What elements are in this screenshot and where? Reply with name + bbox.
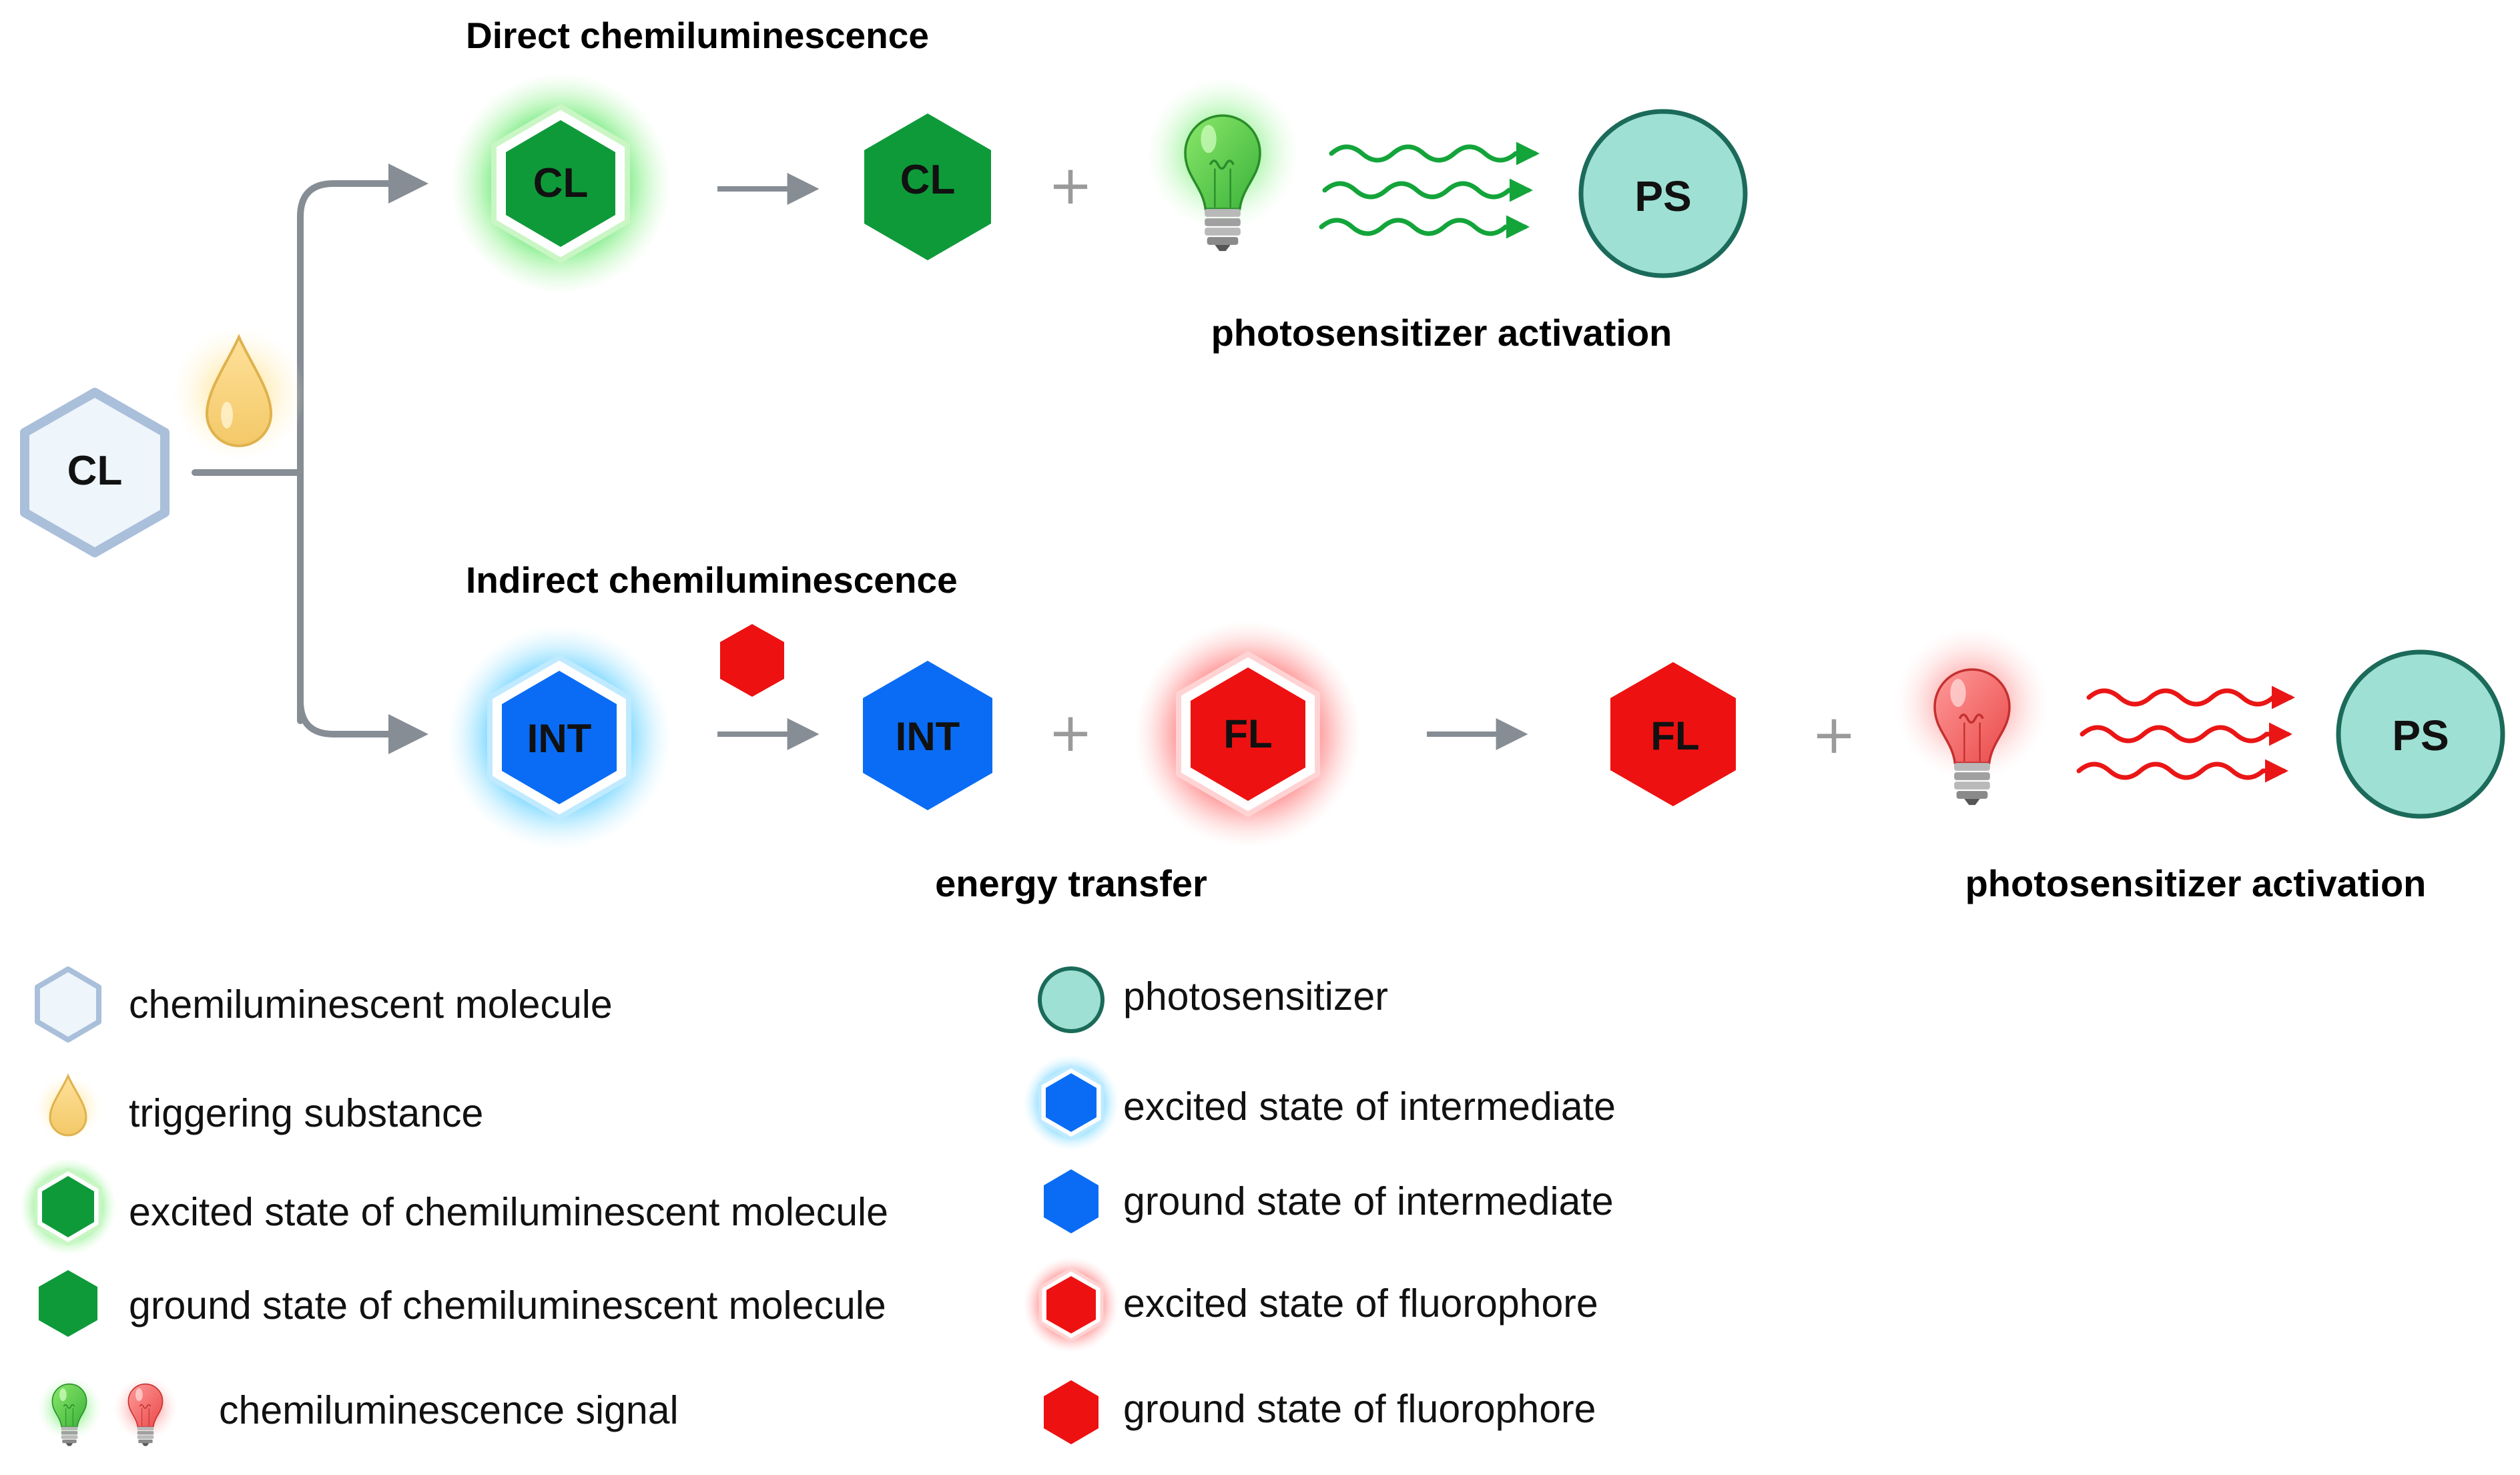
legend-label: ground state of intermediate [1123, 1179, 1614, 1223]
excited-cl-icon [20, 1159, 116, 1255]
excited-cl-label: CL [533, 160, 589, 206]
excited-int-label: INT [527, 716, 592, 761]
indirect-activation-caption: photosensitizer activation [1965, 862, 2427, 904]
legend-item: photosensitizer [1038, 966, 1388, 1033]
excited-int-hexagon: INT [447, 625, 671, 850]
branch-connector [192, 164, 428, 754]
direct-plus-sign: + [1048, 154, 1092, 216]
green-bulb-icon [1146, 77, 1299, 253]
ground-fl-label: FL [1650, 713, 1699, 758]
legend-left: chemiluminescent molecule triggering sub… [20, 966, 888, 1447]
excited-intermediate-icon [1023, 1055, 1119, 1151]
direct-activation-caption: photosensitizer activation [1211, 312, 1672, 354]
energy-transfer-caption: energy transfer [935, 862, 1207, 904]
ground-fl-hexagon: FL [1610, 662, 1736, 806]
excited-fl-hexagon: FL [1135, 621, 1361, 848]
indirect-title: Indirect chemiluminescence [466, 559, 958, 601]
indirect-plus-sign-2: + [1811, 703, 1856, 766]
excited-fluorophore-icon [1023, 1257, 1119, 1353]
legend-label: excited state of intermediate [1123, 1085, 1616, 1129]
legend-label: triggering substance [129, 1091, 483, 1135]
small-red-fluorophore-hexagon [720, 624, 784, 697]
ground-intermediate-icon [1044, 1169, 1098, 1233]
legend-item: excited state of chemiluminescent molecu… [20, 1159, 888, 1255]
ground-cl-hexagon: CL [864, 113, 991, 260]
triggering-substance-drop [172, 327, 306, 461]
indirect-photosensitizer: PS [2336, 649, 2505, 819]
legend-label: ground state of chemiluminescent molecul… [129, 1283, 886, 1328]
red-light-waves [2076, 685, 2295, 783]
excited-cl-hexagon: CL [450, 73, 671, 294]
ground-int-hexagon: INT [863, 661, 992, 810]
chemiluminescent-molecule-icon [35, 966, 101, 1043]
ground-int-label: INT [896, 714, 960, 759]
direct-photosensitizer: PS [1578, 109, 1748, 278]
legend-label: excited state of chemiluminescent molecu… [129, 1190, 888, 1234]
legend-item: excited state of intermediate [1023, 1055, 1616, 1151]
legend-item: chemiluminescence signal [37, 1376, 679, 1447]
legend-right: photosensitizer excited state of interme… [1023, 966, 1616, 1444]
chemiluminescent-molecule: CL [20, 388, 170, 557]
direct-title: Direct chemiluminescence [466, 15, 929, 56]
ground-fluorophore-icon [1044, 1380, 1098, 1444]
legend-label: chemiluminescence signal [219, 1388, 679, 1432]
photosensitizer-icon [1038, 966, 1105, 1033]
legend-item: ground state of chemiluminescent molecul… [39, 1270, 886, 1337]
triggering-substance-icon [35, 1073, 101, 1141]
ground-cl-icon [39, 1270, 97, 1337]
red-bulb-icon [1895, 627, 2049, 807]
indirect-plus-sign-1: + [1048, 701, 1092, 764]
legend-item: ground state of intermediate [1044, 1169, 1614, 1233]
legend-label: chemiluminescent molecule [129, 982, 613, 1026]
legend-label: excited state of fluorophore [1123, 1281, 1598, 1325]
legend-item: triggering substance [35, 1073, 483, 1141]
direct-ps-label: PS [1634, 172, 1691, 220]
bulb-signal-icon [37, 1376, 178, 1447]
legend-item: ground state of fluorophore [1044, 1380, 1596, 1444]
excited-fl-label: FL [1223, 711, 1272, 756]
legend-item: chemiluminescent molecule [35, 966, 613, 1043]
legend-label: photosensitizer [1123, 974, 1388, 1018]
legend-item: excited state of fluorophore [1023, 1257, 1598, 1353]
start-cl-label: CL [67, 448, 123, 494]
legend-label: ground state of fluorophore [1123, 1387, 1596, 1431]
ground-cl-label: CL [900, 157, 956, 203]
green-light-waves [1319, 141, 1540, 239]
indirect-ps-label: PS [2392, 711, 2449, 760]
